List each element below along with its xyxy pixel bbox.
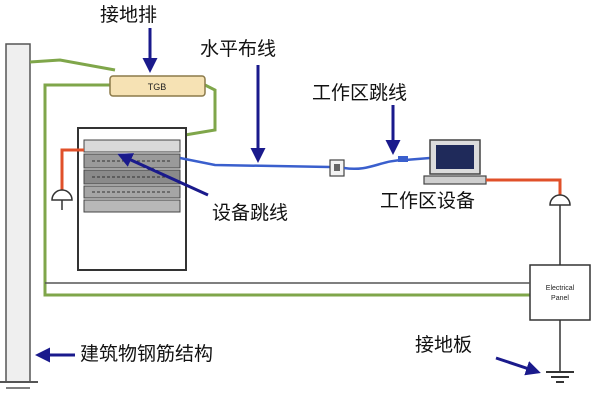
label-building-steel: 建筑物钢筋结构 — [80, 343, 214, 365]
label-work-area-patch: 工作区跳线 — [312, 82, 408, 104]
panel-line2: Panel — [551, 295, 569, 302]
building-steel-column — [5, 43, 31, 383]
panel-line1: Electrical — [546, 285, 575, 292]
computer-base — [423, 175, 487, 185]
ground-wire-bottom — [43, 83, 535, 297]
power-wire-computer — [486, 178, 562, 198]
arrow-icon — [495, 356, 541, 376]
label-equipment-patch: 设备跳线 — [212, 202, 289, 224]
horizontal-cable — [179, 156, 331, 169]
ground-wire-tgb-to-rack — [184, 83, 217, 137]
ground-symbol-icon — [546, 371, 574, 383]
work-area-patch-cord — [343, 156, 431, 171]
arrow-icon — [117, 153, 209, 197]
label-grounding-bar: 接地排 — [100, 4, 158, 26]
power-wire-rack — [60, 148, 84, 195]
electrical-panel — [529, 264, 591, 321]
outlet-icon — [549, 194, 571, 206]
ground-wire-column-to-tgb — [29, 58, 116, 72]
label-grounding-electrode: 接地板 — [415, 334, 473, 356]
label-horizontal-cabling: 水平布线 — [200, 38, 277, 60]
label-work-area-equipment: 工作区设备 — [380, 190, 476, 212]
tgb-box — [109, 75, 206, 97]
outlet-icon — [51, 189, 73, 201]
patch-panel-1 — [83, 139, 181, 153]
patch-panel-2 — [83, 199, 181, 213]
tgb-label: TGB — [148, 82, 167, 92]
